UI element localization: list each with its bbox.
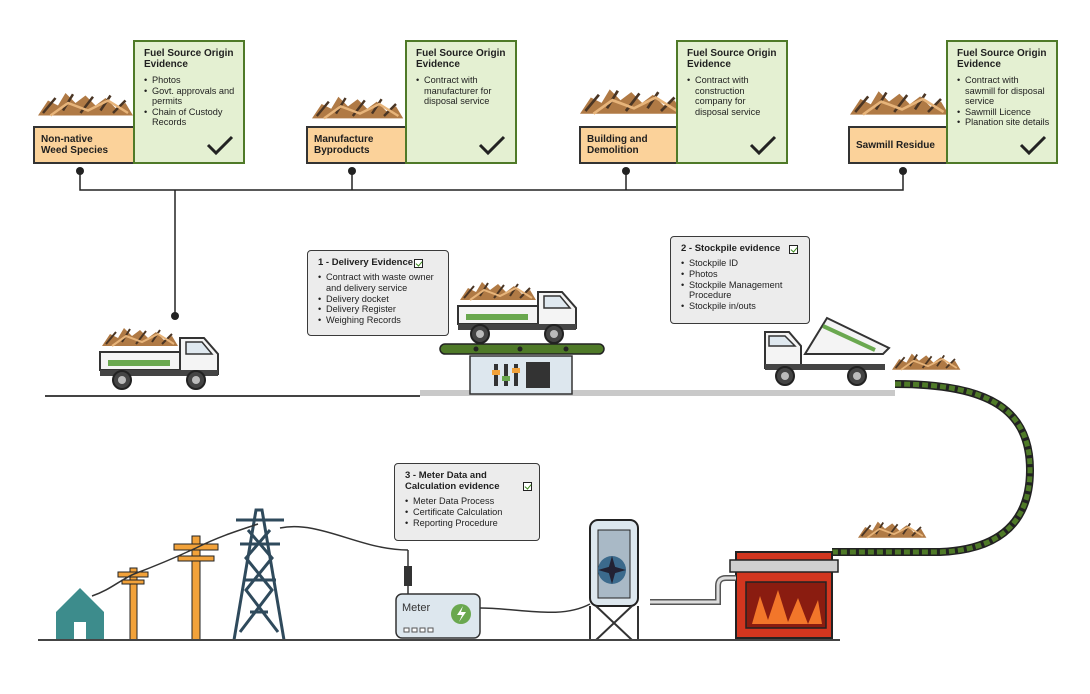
turbine-icon xyxy=(589,519,639,641)
stockpile-evidence-panel: 2 - Stockpile evidence Stockpile ID Phot… xyxy=(670,236,810,324)
list-item: Contract with construction company for d… xyxy=(687,75,780,117)
wood-pile-icon xyxy=(891,352,962,371)
connector-dot xyxy=(622,167,630,175)
wood-pile-icon xyxy=(310,95,405,120)
list-item: Chain of Custody Records xyxy=(144,107,237,128)
evidence-card: Fuel Source Origin Evidence Contract wit… xyxy=(676,40,788,164)
list-item: Contract with waste owner and delivery s… xyxy=(318,272,440,294)
meter-evidence-panel: 3 - Meter Data and Calculation evidence … xyxy=(394,463,540,541)
meter-icon xyxy=(395,550,481,639)
wood-pile-icon xyxy=(578,88,684,116)
card-title: Fuel Source Origin Evidence xyxy=(957,48,1047,70)
list-item: Planation site details xyxy=(957,117,1050,128)
list-item: Delivery docket xyxy=(318,294,440,305)
list-item: Weighing Records xyxy=(318,315,440,326)
wood-pile-icon xyxy=(857,520,928,539)
check-icon xyxy=(478,135,506,156)
dump-truck-icon xyxy=(457,281,577,344)
check-icon xyxy=(206,135,234,156)
check-icon xyxy=(1019,135,1047,156)
checkbox-icon xyxy=(523,482,532,491)
dump-truck-icon xyxy=(764,316,891,386)
panel-title: 3 - Meter Data and Calculation evidence xyxy=(405,470,500,492)
source-label: Building and Demolition xyxy=(579,126,683,164)
transmission-tower-icon xyxy=(232,508,286,641)
source-label: Non-native Weed Species xyxy=(33,126,137,164)
connector-dot xyxy=(76,167,84,175)
card-title: Fuel Source Origin Evidence xyxy=(416,48,506,70)
checkbox-icon xyxy=(789,245,798,254)
list-item: Stockpile in/outs xyxy=(681,301,801,312)
conveyor-icon xyxy=(832,380,1035,556)
panel-title: 2 - Stockpile evidence xyxy=(681,243,781,254)
evidence-card: Fuel Source Origin Evidence Photos Govt.… xyxy=(133,40,245,164)
list-item: Sawmill Licence xyxy=(957,107,1050,118)
delivery-evidence-panel: 1 - Delivery Evidence Contract with wast… xyxy=(307,250,449,336)
source-label: Manufacture Byproducts xyxy=(306,126,410,164)
list-item: Govt. approvals and permits xyxy=(144,86,237,107)
list-item: Certificate Calculation xyxy=(405,507,531,518)
wood-pile-icon xyxy=(36,91,135,117)
meter-label: Meter xyxy=(402,602,431,614)
furnace-icon xyxy=(729,551,839,639)
check-icon xyxy=(749,135,777,156)
list-item: Meter Data Process xyxy=(405,496,531,507)
list-item: Contract with manufacturer for disposal … xyxy=(416,75,509,107)
connector-dot xyxy=(899,167,907,175)
panel-title: 1 - Delivery Evidence xyxy=(318,257,414,268)
list-item: Photos xyxy=(144,75,237,86)
list-item: Photos xyxy=(681,269,801,280)
card-title: Fuel Source Origin Evidence xyxy=(144,48,234,70)
source-label: Sawmill Residue xyxy=(848,126,950,164)
evidence-card: Fuel Source Origin Evidence Contract wit… xyxy=(405,40,517,164)
list-item: Contract with sawmill for disposal servi… xyxy=(957,75,1050,107)
list-item: Delivery Register xyxy=(318,304,440,315)
house-icon xyxy=(56,588,104,640)
card-title: Fuel Source Origin Evidence xyxy=(687,48,777,70)
weighbridge-icon xyxy=(439,343,605,395)
list-item: Stockpile Management Procedure xyxy=(681,280,801,302)
list-item: Reporting Procedure xyxy=(405,518,531,529)
dump-truck-icon xyxy=(99,327,219,390)
connector-dot xyxy=(171,312,179,320)
evidence-card: Fuel Source Origin Evidence Contract wit… xyxy=(946,40,1058,164)
connector-dot xyxy=(348,167,356,175)
checkbox-icon xyxy=(414,259,423,268)
wood-pile-icon xyxy=(848,89,951,116)
utility-pole-icon xyxy=(117,535,219,641)
list-item: Stockpile ID xyxy=(681,258,801,269)
